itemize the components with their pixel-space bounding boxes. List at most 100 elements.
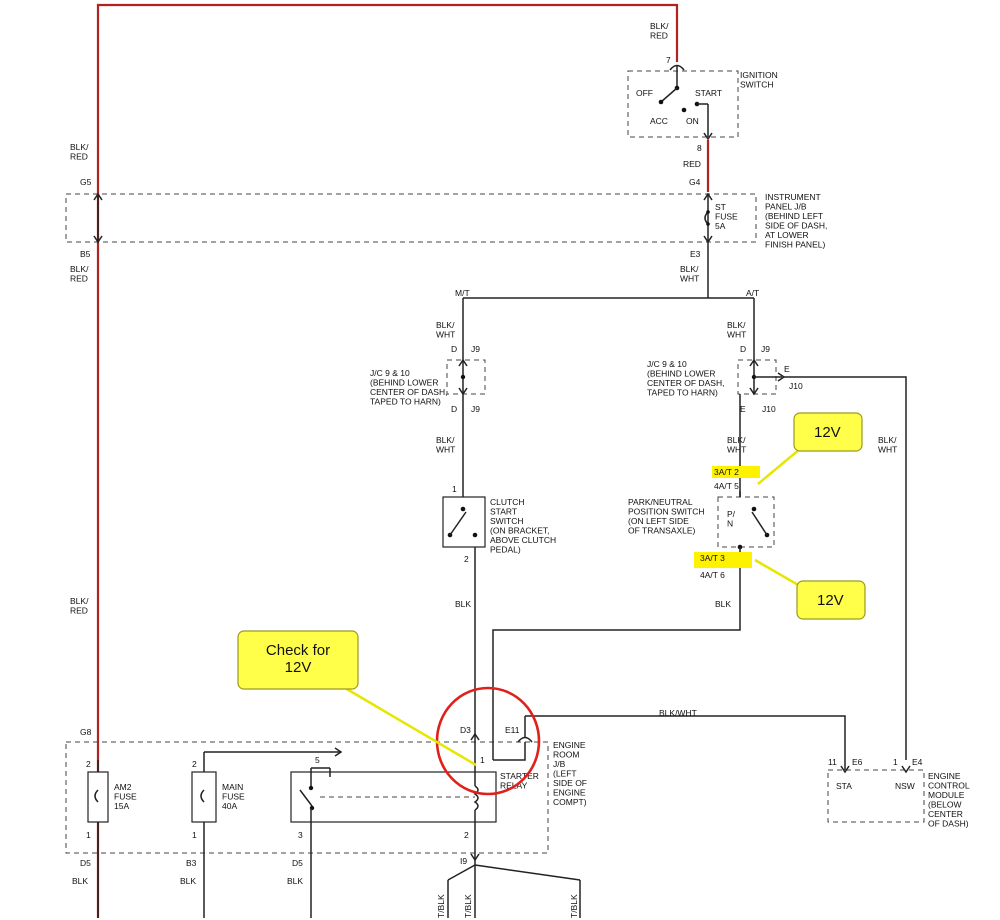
- nsw-wire: [784, 376, 907, 760]
- ejb-wire-e11-label: BLK/WHT: [659, 708, 697, 718]
- i9-split-right: [474, 864, 581, 881]
- jc-left-d: D: [451, 344, 457, 354]
- left-wire-top-label: BLK/RED: [70, 142, 89, 162]
- pnp-wire-label: BLK: [715, 599, 731, 609]
- clutch-start-switch: [442, 496, 486, 548]
- pnp-bot-4at: 4A/T 6: [700, 570, 725, 580]
- jc-left-wire-in: BLK/WHT: [436, 320, 455, 340]
- ejb-e11: E11: [505, 725, 520, 735]
- jc-right-wire-in: BLK/WHT: [727, 320, 746, 340]
- jc-left-d-bot: D: [451, 404, 457, 414]
- ecm-e4: E4: [912, 757, 923, 767]
- ignition-start-label: START: [695, 88, 722, 98]
- pnp-bot-3at: 3A/T 3: [700, 553, 725, 563]
- left-wire-after-b5-label: BLK/RED: [70, 264, 89, 284]
- ejb-pin-1c: 1: [480, 755, 485, 765]
- branch-at-label: A/T: [746, 288, 759, 298]
- branch-wire-label: BLK/WHT: [680, 264, 699, 284]
- clutch-pin-top: 1: [452, 484, 457, 494]
- jb-b5-label: B5: [80, 249, 91, 259]
- jc-right-connector: [737, 358, 786, 396]
- ejb-g8: G8: [80, 727, 92, 737]
- ejb-tblk-3: T/BLK: [569, 894, 579, 918]
- jc-left-j9-bot: J9: [471, 404, 480, 414]
- callout-1-arrow: [757, 448, 801, 485]
- callout-2: 12V: [796, 580, 866, 620]
- left-wire-mid-label: BLK/RED: [70, 596, 89, 616]
- pnp-top-3at: 3A/T 2: [714, 467, 739, 477]
- callout-1: 12V: [793, 412, 863, 452]
- clutch-pin-bot: 2: [464, 554, 469, 564]
- ejb-pin-5: 5: [315, 755, 320, 765]
- ignition-acc-label: ACC: [650, 116, 668, 126]
- ecm-e6: E6: [852, 757, 863, 767]
- engine-control-module: [827, 760, 925, 823]
- ejb-blk-1: BLK: [72, 876, 88, 886]
- jc-right-j9: J9: [761, 344, 770, 354]
- ejb-tblk-1: T/BLK: [436, 894, 446, 918]
- ejb-blk-3: BLK: [287, 876, 303, 886]
- branch-mt-label: M/T: [455, 288, 470, 298]
- ejb-pin-2c: 2: [464, 830, 469, 840]
- highlight-pnp-bottom: [694, 552, 752, 568]
- jb-g5-label: G5: [80, 177, 92, 187]
- jc-left-j9: J9: [471, 344, 480, 354]
- jc-right-e: E: [784, 364, 790, 374]
- ecm-pin-11: 11: [828, 757, 837, 767]
- engine-room-jb: [65, 715, 846, 918]
- blk-red-main-wire: [96, 3, 679, 918]
- ejb-i9: I9: [460, 856, 467, 866]
- ejb-b3: B3: [186, 858, 197, 868]
- pnp-top-4at: 4A/T 5: [714, 481, 739, 491]
- ejb-pin-2b: 2: [192, 759, 197, 769]
- ecm-pin-1: 1: [893, 757, 898, 767]
- callout-1-text: 12V: [814, 424, 841, 441]
- clutch-wire-label: BLK: [455, 599, 471, 609]
- callout-2-text: 12V: [817, 592, 844, 609]
- ejb-d3: D3: [460, 725, 471, 735]
- i9-split-left: [447, 864, 476, 881]
- park-neutral-switch: [717, 491, 775, 550]
- jb-g4-label: G4: [689, 177, 701, 187]
- ejb-pin-1a: 1: [86, 830, 91, 840]
- ejb-pin-2a: 2: [86, 759, 91, 769]
- ignition-pin-out: 8: [697, 143, 702, 153]
- ignition-off-label: OFF: [636, 88, 653, 98]
- pnp-pn-label: P/N: [727, 509, 736, 529]
- instrument-panel-jb: [65, 192, 757, 244]
- ignition-pin-in: 7: [666, 55, 671, 65]
- jc-right-wire-out: BLK/WHT: [727, 435, 746, 455]
- ignition-wire-out-label: RED: [683, 159, 701, 169]
- ecm-nsw: NSW: [895, 781, 915, 791]
- pnp-out-wire: [492, 547, 741, 732]
- ejb-pin-3: 3: [298, 830, 303, 840]
- callout-3-arrow: [344, 686, 477, 767]
- ignition-on-label: ON: [686, 116, 699, 126]
- ejb-blk-2: BLK: [180, 876, 196, 886]
- ejb-d5a: D5: [80, 858, 91, 868]
- ejb-pin-1b: 1: [192, 830, 197, 840]
- jb-e3-label: E3: [690, 249, 701, 259]
- jc-left-connector: [446, 358, 486, 396]
- highlight-pnp-top: [712, 466, 760, 478]
- jc-right-d: D: [740, 344, 746, 354]
- jc-right-j10: J10: [789, 381, 803, 391]
- ignition-wire-top-label: BLK/RED: [650, 21, 669, 41]
- jc-right-e-bot: E: [740, 404, 746, 414]
- ejb-d5b: D5: [292, 858, 303, 868]
